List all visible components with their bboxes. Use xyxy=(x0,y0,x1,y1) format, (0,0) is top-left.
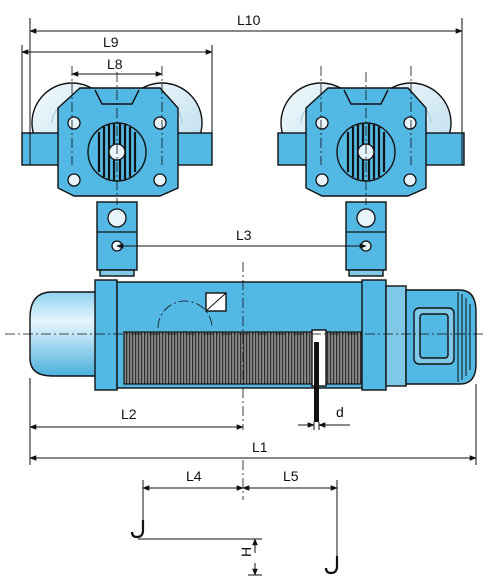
hoist-body xyxy=(29,279,477,422)
label-l4: L4 xyxy=(186,468,202,484)
right-end-plate xyxy=(361,279,387,391)
label-h: H xyxy=(238,547,254,557)
dim-l2: L2 xyxy=(29,378,244,465)
motor-flange xyxy=(385,285,407,387)
dim-d: d xyxy=(298,404,350,430)
label-l9: L9 xyxy=(103,34,119,50)
left-end-plate xyxy=(94,279,118,391)
hook-right-icon xyxy=(248,556,339,576)
label-d: d xyxy=(336,404,344,420)
hook-left-icon xyxy=(130,520,262,540)
label-l5: L5 xyxy=(283,468,299,484)
hanger-left xyxy=(96,201,138,277)
label-l10: L10 xyxy=(237,12,261,28)
label-l2: L2 xyxy=(121,406,137,422)
dim-l1: L1 xyxy=(29,384,477,465)
dim-l9: L9 xyxy=(21,34,213,133)
label-l8: L8 xyxy=(107,56,123,72)
dim-h: H xyxy=(238,538,258,576)
center-lines xyxy=(5,66,486,430)
dim-l4-l5: L4 L5 xyxy=(142,460,338,562)
label-l3: L3 xyxy=(236,227,252,243)
label-l1: L1 xyxy=(252,439,268,455)
dim-l8: L8 xyxy=(71,56,163,77)
dim-l10: L10 xyxy=(29,12,463,165)
trolley-right xyxy=(277,82,465,197)
dim-l3: L3 xyxy=(116,227,367,249)
hoist-rope xyxy=(314,342,319,422)
hanger-right xyxy=(345,201,387,277)
